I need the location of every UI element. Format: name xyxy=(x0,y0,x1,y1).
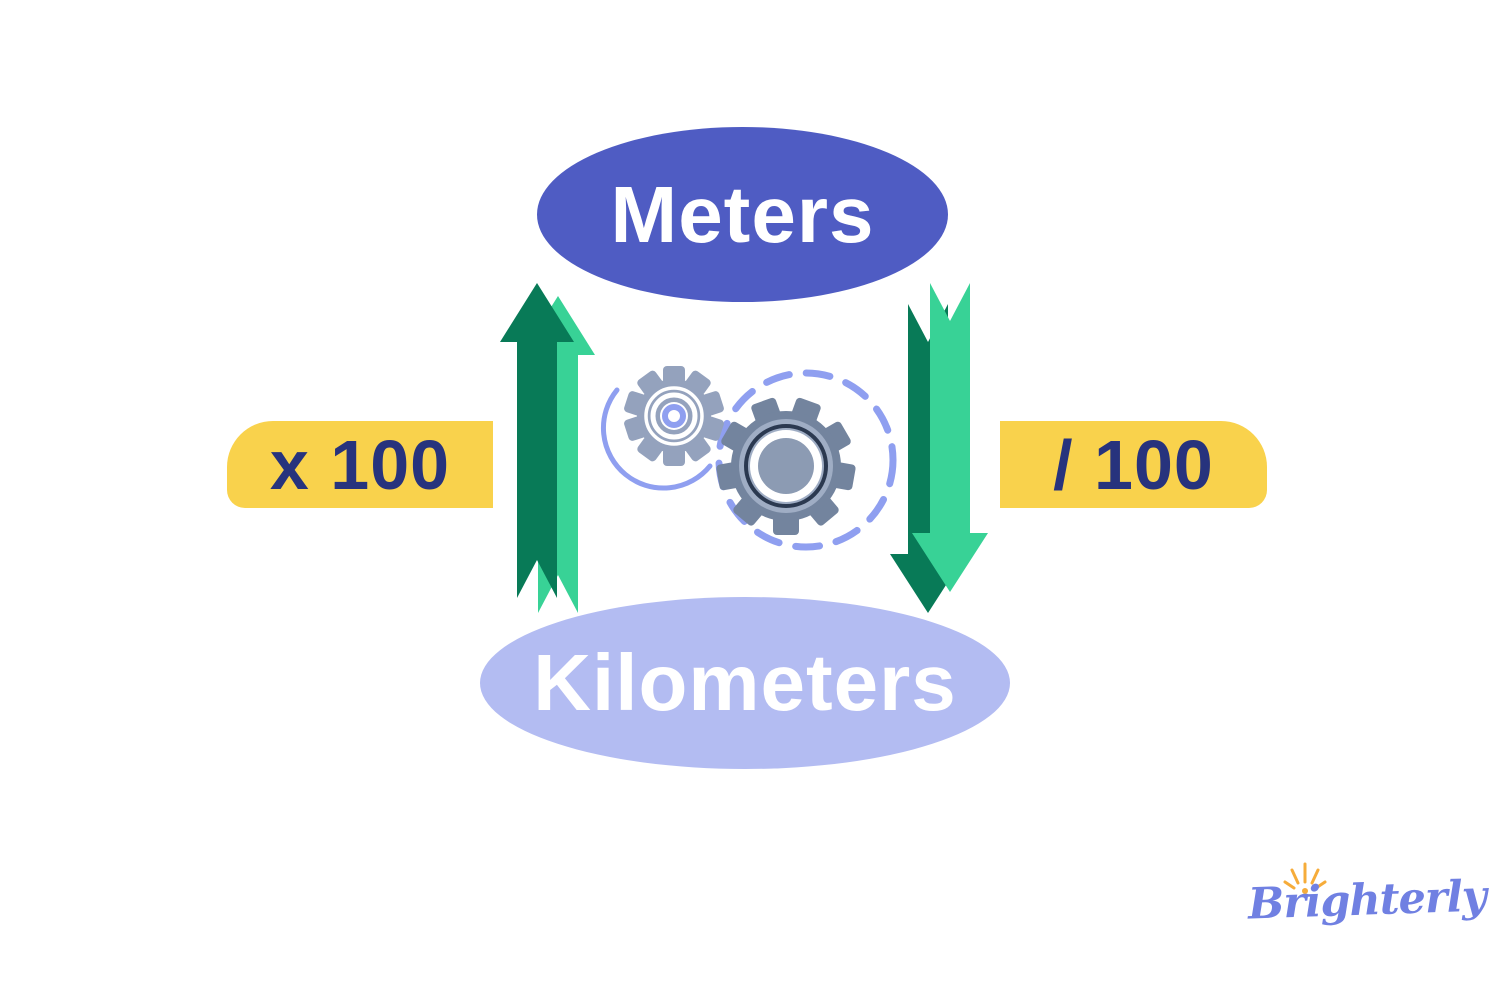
meters-node: Meters xyxy=(537,127,948,302)
sun-icon xyxy=(1283,862,1327,894)
large-gear-icon xyxy=(716,397,856,535)
brighterly-logo: Brighterly xyxy=(1247,871,1486,929)
multiply-badge: x 100 xyxy=(227,421,493,508)
small-gear-icon xyxy=(624,366,724,466)
gear-dashed-circle-decoration xyxy=(715,369,897,551)
gears-icon xyxy=(601,366,897,551)
divide-label: / 100 xyxy=(1053,425,1214,504)
multiply-label: x 100 xyxy=(269,425,451,504)
divide-badge: / 100 xyxy=(1000,421,1267,508)
kilometers-node: Kilometers xyxy=(480,597,1010,769)
gear-arc-decoration xyxy=(601,387,713,491)
brighterly-logo-text: Brighterly xyxy=(1247,871,1487,930)
up-arrow-icon xyxy=(500,283,595,613)
kilometers-label: Kilometers xyxy=(533,638,957,727)
meters-label: Meters xyxy=(610,169,875,259)
down-arrow-icon xyxy=(890,283,988,613)
